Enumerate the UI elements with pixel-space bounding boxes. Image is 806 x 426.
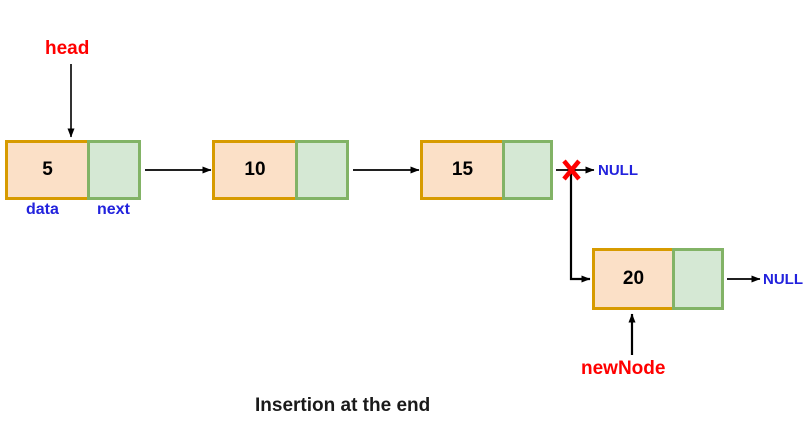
null-label-tail: NULL (763, 271, 803, 288)
list-node-10: 10 (212, 140, 352, 200)
node-data-cell: 10 (212, 140, 298, 200)
node-next-cell (502, 140, 553, 200)
list-node-20: 20 (592, 248, 727, 310)
node-next-cell (295, 140, 349, 200)
data-field-label: data (26, 201, 59, 218)
node-data-cell: 5 (5, 140, 90, 200)
list-node-15: 15 (420, 140, 556, 200)
next-field-label: next (97, 201, 130, 218)
node-next-cell (672, 248, 724, 310)
null-label-broken: NULL (598, 162, 638, 179)
newnode-pointer-label: newNode (581, 358, 666, 379)
broken-link-cross-icon (562, 159, 581, 181)
list-node-5: 5 (5, 140, 144, 200)
link-arrow-15-to-newnode (569, 172, 591, 283)
node-data-cell: 20 (592, 248, 675, 310)
head-pointer-label: head (45, 38, 90, 59)
node-data-cell: 15 (420, 140, 505, 200)
node-next-cell (87, 140, 141, 200)
diagram-caption: Insertion at the end (255, 395, 431, 416)
